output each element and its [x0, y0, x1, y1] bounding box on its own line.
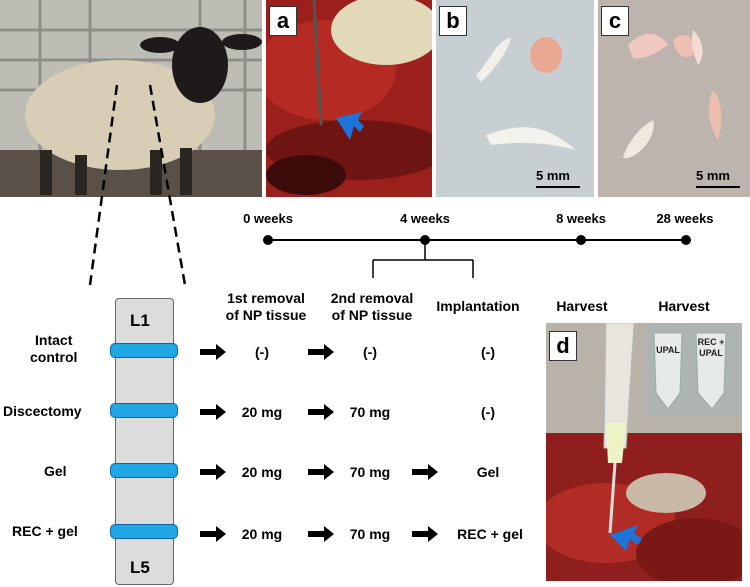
cell-rec-gel-second: 70 mg: [349, 526, 391, 542]
spine-column: [115, 298, 174, 585]
arrow-right-icon: [200, 344, 226, 360]
panel-b-scale-bar: [536, 186, 580, 188]
cell-rec-gel-implant: REC + gel: [457, 526, 523, 542]
panel-b-photo: b 5 mm: [436, 0, 594, 197]
header-second-removal: 2nd removal of NP tissue: [330, 290, 414, 323]
header-harvest-8: Harvest: [556, 298, 608, 314]
disc-intact: [110, 343, 178, 358]
arrow-right-icon: [200, 464, 226, 480]
spine-bottom-label: L5: [130, 558, 150, 577]
panel-a-letter: a: [269, 6, 297, 36]
header-implantation: Implantation: [436, 298, 520, 314]
cell-gel-second: 70 mg: [349, 464, 391, 480]
arrow-right-icon: [200, 526, 226, 542]
panel-b-scale-label: 5 mm: [536, 168, 570, 183]
row-label-intact: Intact control: [30, 332, 78, 365]
disc-discectomy: [110, 403, 178, 418]
timeline-0-weeks: 0 weeks: [243, 211, 293, 226]
cell-intact-second: (-): [363, 344, 377, 360]
arrow-right-icon: [308, 344, 334, 360]
cell-discectomy-first: 20 mg: [241, 404, 283, 420]
panel-c-letter: c: [601, 6, 629, 36]
tube-label-upal: UPAL: [656, 345, 680, 355]
disc-gel: [110, 463, 178, 478]
panel-d-photo: d UPAL REC + UPAL: [546, 323, 742, 581]
row-label-discectomy: Discectomy: [3, 403, 82, 419]
cell-discectomy-second: 70 mg: [349, 404, 391, 420]
arrow-right-icon: [308, 464, 334, 480]
row-label-gel: Gel: [44, 463, 67, 479]
panel-c-scale-bar: [696, 186, 740, 188]
arrow-right-icon: [200, 404, 226, 420]
row-label-rec-gel: REC + gel: [12, 523, 78, 539]
timeline-4-weeks: 4 weeks: [400, 211, 450, 226]
cell-discectomy-implant: (-): [481, 404, 495, 420]
timeline-axis: [263, 235, 691, 278]
tube-label-rec-upal: REC + UPAL: [697, 337, 725, 358]
disc-rec-gel: [110, 524, 178, 539]
cell-gel-implant: Gel: [476, 464, 500, 480]
timeline-8-weeks: 8 weeks: [556, 211, 606, 226]
panel-d-letter: d: [549, 331, 577, 361]
cell-rec-gel-first: 20 mg: [241, 526, 283, 542]
panel-c-photo: c 5 mm: [598, 0, 750, 197]
cell-gel-first: 20 mg: [241, 464, 283, 480]
timeline-28-weeks: 28 weeks: [656, 211, 714, 226]
header-first-removal: 1st removal of NP tissue: [225, 290, 307, 323]
projection-lines: [88, 84, 187, 286]
arrow-right-icon: [412, 464, 438, 480]
cell-intact-implant: (-): [481, 344, 495, 360]
sheep-illustration: [0, 0, 262, 197]
cell-intact-first: (-): [255, 344, 269, 360]
header-harvest-28: Harvest: [658, 298, 710, 314]
panel-c-scale-label: 5 mm: [696, 168, 730, 183]
arrow-right-icon: [412, 526, 438, 542]
arrow-right-icon: [308, 404, 334, 420]
panel-a-photo: a: [266, 0, 432, 197]
panel-b-letter: b: [439, 6, 467, 36]
arrow-right-icon: [308, 526, 334, 542]
spine-top-label: L1: [130, 311, 150, 330]
sheep-photo: [0, 0, 262, 197]
